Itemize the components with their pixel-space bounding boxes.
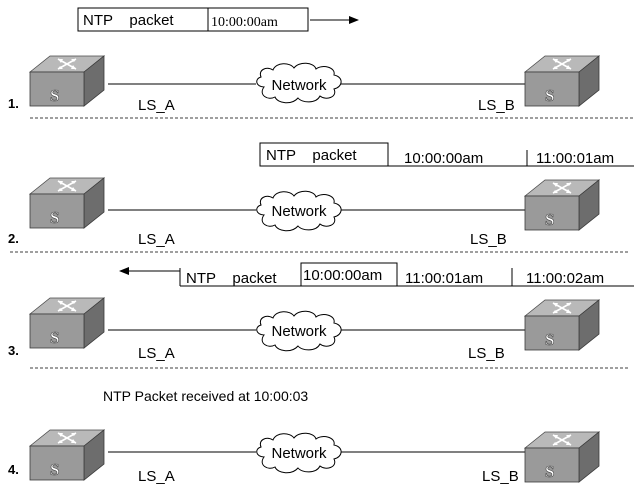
network-label: Network — [271, 445, 327, 462]
timestamp-label: 10:00:00am — [404, 150, 483, 167]
timestamp-box — [207, 7, 309, 32]
switch-icon — [524, 431, 600, 483]
switch-icon — [29, 297, 105, 349]
packet-label: NTP packet — [83, 12, 174, 29]
network-label: Network — [271, 77, 327, 94]
switch-letter: S — [545, 330, 554, 349]
switch-icon — [29, 177, 105, 229]
timestamp-label: 10:00:00am — [303, 267, 382, 284]
ls-b-label: LS_B — [468, 345, 505, 362]
switch-letter: S — [545, 210, 554, 229]
network-label: Network — [271, 203, 327, 220]
ls-b-label: LS_B — [478, 97, 515, 114]
network-label: Network — [271, 323, 327, 340]
ls-a-label: LS_A — [138, 231, 175, 248]
switch-letter: S — [50, 460, 59, 479]
switch-icon — [524, 179, 600, 231]
timestamp-label: 11:00:02am — [526, 270, 604, 287]
ls-a-label: LS_A — [138, 468, 175, 485]
step-number: 3. — [8, 343, 19, 358]
switch-letter: S — [545, 462, 554, 481]
packet-label: NTP packet — [186, 270, 277, 287]
switch-icon — [29, 429, 105, 481]
switch-icon — [524, 55, 600, 107]
timestamp-label: 10:00:00am — [211, 15, 278, 30]
step-number: 2. — [8, 231, 19, 246]
packet-label: NTP packet — [266, 147, 357, 164]
timestamp-label: 11:00:01am — [405, 270, 483, 287]
ls-a-label: LS_A — [138, 97, 175, 114]
ls-b-label: LS_B — [470, 231, 507, 248]
packet-box — [259, 142, 389, 167]
switch-letter: S — [50, 86, 59, 105]
step-number: 4. — [8, 462, 19, 477]
switch-letter: S — [545, 86, 554, 105]
ls-a-label: LS_A — [138, 345, 175, 362]
step-2: NTP packet 10:00:00am 11:00:01am S Netwo… — [8, 142, 634, 248]
switch-letter: S — [50, 208, 59, 227]
received-note: NTP Packet received at 10:00:03 — [103, 388, 308, 404]
ls-b-label: LS_B — [482, 468, 519, 485]
timestamp-label: 11:00:01am — [536, 150, 614, 167]
step-1: NTP packet 10:00:00am S Network S 1. LS_… — [8, 7, 600, 114]
step-number: 1. — [8, 96, 19, 111]
switch-icon — [29, 55, 105, 107]
timestamp-box — [300, 262, 398, 287]
switch-icon — [524, 299, 600, 351]
step-3: NTP packet 10:00:00am 11:00:01am 11:00:0… — [8, 262, 634, 362]
switch-letter: S — [50, 328, 59, 347]
step-4: NTP Packet received at 10:00:03 S Networ… — [8, 388, 600, 485]
